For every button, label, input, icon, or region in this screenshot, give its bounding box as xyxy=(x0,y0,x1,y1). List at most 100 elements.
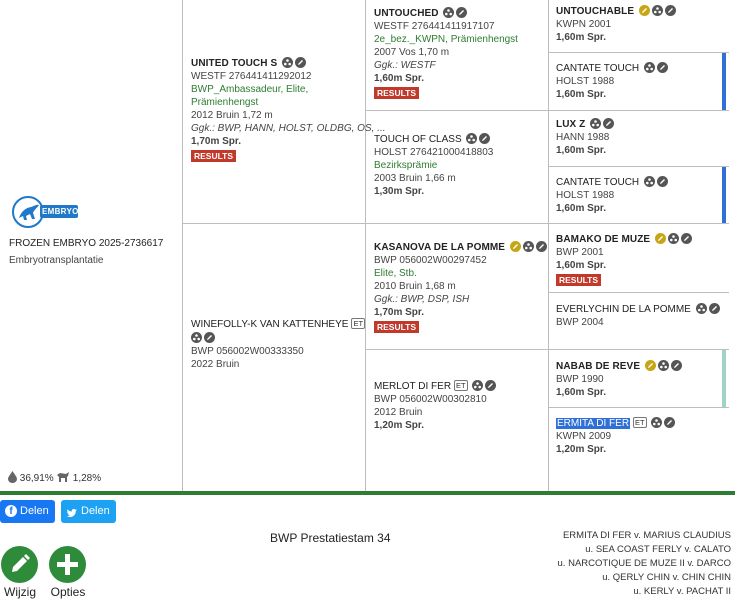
g3-card[interactable]: BAMAKO DE MUZE BWP 2001 1,60m Spr. RESUL… xyxy=(556,232,692,286)
twitter-share-button[interactable]: Delen xyxy=(61,500,116,523)
dd-reg: BWP 056002W00302810 xyxy=(374,394,487,405)
g3-level: 1,20m Spr. xyxy=(556,444,607,455)
edit-pencil-icon[interactable] xyxy=(656,61,668,73)
row-divider xyxy=(549,110,729,111)
pedigree-icon[interactable] xyxy=(651,416,663,428)
facebook-share-button[interactable]: f Delen xyxy=(0,500,55,523)
edit-pencil-icon[interactable] xyxy=(664,416,676,428)
edit-pencil-icon[interactable] xyxy=(485,379,497,391)
pedigree-icon[interactable] xyxy=(590,117,602,129)
pedigree-icon[interactable] xyxy=(443,6,455,18)
g3-card[interactable]: LUX Z HANN 1988 1,60m Spr. xyxy=(556,117,615,157)
dam-line-marker xyxy=(722,53,726,110)
results-badge[interactable]: RESULTS xyxy=(374,321,420,333)
g3-level: 1,60m Spr. xyxy=(556,89,607,100)
edit-pencil-icon[interactable] xyxy=(295,56,307,68)
row-divider xyxy=(549,407,729,408)
dam-lineage: ERMITA DI FER v. MARIUS CLAUDIUS u. SEA … xyxy=(558,529,731,599)
pedigree-icon[interactable] xyxy=(522,240,534,252)
facebook-share-label: Delen xyxy=(20,505,49,517)
g3-card[interactable]: NABAB DE REVE BWP 1990 1,60m Spr. xyxy=(556,359,682,399)
g3-name[interactable]: LUX Z xyxy=(556,119,586,130)
edit-pencil-icon[interactable] xyxy=(708,302,720,314)
ds-name[interactable]: KASANOVA DE LA POMME xyxy=(374,242,506,253)
pedigree-icon[interactable] xyxy=(651,4,663,16)
dam-name[interactable]: WINEFOLLY-K VAN KATTENHEYE xyxy=(191,319,349,330)
row-divider xyxy=(366,349,548,350)
pedigree-icon[interactable] xyxy=(472,379,484,391)
sire-reg: WESTF 276441411292012 xyxy=(191,71,312,82)
edit-pencil-icon[interactable] xyxy=(670,359,682,371)
g3-name[interactable]: BAMAKO DE MUZE xyxy=(556,234,651,245)
pedigree-icon[interactable] xyxy=(643,61,655,73)
g3-name[interactable]: CANTATE TOUCH xyxy=(556,63,640,74)
ss-predicate: 2e_bez._KWPN, Prämienhengst xyxy=(374,34,518,45)
edit-pencil-icon[interactable] xyxy=(456,6,468,18)
g3-name[interactable]: NABAB DE REVE xyxy=(556,361,641,372)
pedigree-icon[interactable] xyxy=(643,175,655,187)
g3-name[interactable]: EVERLYCHIN DE LA POMME xyxy=(556,304,691,315)
embryo-logo: EMBRYO xyxy=(12,196,78,231)
row-divider xyxy=(549,292,729,293)
row-divider xyxy=(366,223,548,224)
g3-reg: BWP 1990 xyxy=(556,374,604,385)
plus-icon xyxy=(57,554,78,575)
logo-text: EMBRYO xyxy=(42,207,79,216)
pencil-icon xyxy=(12,554,30,572)
sd-card[interactable]: TOUCH OF CLASS HOLST 276421000418803 Bez… xyxy=(374,132,493,198)
sire-level: 1,70m Spr. xyxy=(191,136,242,147)
row-divider xyxy=(549,52,729,53)
options-button[interactable] xyxy=(49,546,86,583)
results-badge[interactable]: RESULTS xyxy=(191,150,237,162)
g3-level: 1,60m Spr. xyxy=(556,203,607,214)
pedigree-icon[interactable] xyxy=(282,56,294,68)
sd-name[interactable]: TOUCH OF CLASS xyxy=(374,134,462,145)
edit-pencil-icon[interactable] xyxy=(680,232,692,244)
g3-card[interactable]: EVERLYCHIN DE LA POMME BWP 2004 xyxy=(556,302,720,329)
sire-birth: 2012 Bruin 1,72 m xyxy=(191,110,273,121)
g3-reg: HOLST 1988 xyxy=(556,76,615,87)
g3-name[interactable]: CANTATE TOUCH xyxy=(556,177,640,188)
edit-pencil-icon[interactable] xyxy=(656,175,668,187)
options-label[interactable]: Opties xyxy=(50,585,86,599)
edit-pencil-icon[interactable] xyxy=(479,132,491,144)
g3-name-selected[interactable]: ERMITA DI FER xyxy=(556,418,631,429)
sire-name[interactable]: UNITED TOUCH S xyxy=(191,58,278,69)
horse-icon xyxy=(56,471,70,486)
pedigree-icon[interactable] xyxy=(191,331,202,343)
g3-card[interactable]: CANTATE TOUCH HOLST 1988 1,60m Spr. xyxy=(556,61,668,101)
dam-reg: BWP 056002W00333350 xyxy=(191,346,304,357)
edit-pencil-icon[interactable] xyxy=(603,117,615,129)
results-badge[interactable]: RESULTS xyxy=(556,274,602,286)
dd-name[interactable]: MERLOT DI FER xyxy=(374,381,452,392)
g3-card[interactable]: CANTATE TOUCH HOLST 1988 1,60m Spr. xyxy=(556,175,668,215)
edit-pencil-icon[interactable] xyxy=(664,4,676,16)
row-divider xyxy=(549,166,729,167)
g3-card[interactable]: UNTOUCHABLE KWPN 2001 1,60m Spr. xyxy=(556,4,676,44)
results-badge[interactable]: RESULTS xyxy=(374,87,420,99)
pedigree-icon[interactable] xyxy=(695,302,707,314)
sire-predicate-1: BWP_Ambassadeur, Elite, xyxy=(191,84,309,95)
g3-reg: HANN 1988 xyxy=(556,132,610,143)
g3-reg: KWPN 2001 xyxy=(556,19,612,30)
ss-studbooks: Ggk.: WESTF xyxy=(374,60,436,71)
pedigree-icon[interactable] xyxy=(466,132,478,144)
edit-pencil-icon[interactable] xyxy=(204,331,215,343)
edit-label[interactable]: Wijzig xyxy=(4,585,36,599)
edit-pencil-icon[interactable] xyxy=(535,240,547,252)
pedigree-icon[interactable] xyxy=(657,359,669,371)
edit-button[interactable] xyxy=(1,546,38,583)
lineage-line: u. KERLY v. PACHAT II xyxy=(633,586,731,597)
ss-card[interactable]: UNTOUCHED WESTF 276441411917107 2e_bez._… xyxy=(374,6,518,99)
sire-card[interactable]: UNITED TOUCH S WESTF 276441411292012 BWP… xyxy=(191,56,386,162)
ds-card[interactable]: KASANOVA DE LA POMME BWP 056002W00297452… xyxy=(374,240,547,333)
ss-name[interactable]: UNTOUCHED xyxy=(374,8,439,19)
g3-name[interactable]: UNTOUCHABLE xyxy=(556,6,635,17)
ss-level: 1,60m Spr. xyxy=(374,73,425,84)
et-badge: ET xyxy=(454,379,468,391)
pedigree-icon[interactable] xyxy=(667,232,679,244)
blood-pct-value: 36,91% xyxy=(19,473,54,485)
